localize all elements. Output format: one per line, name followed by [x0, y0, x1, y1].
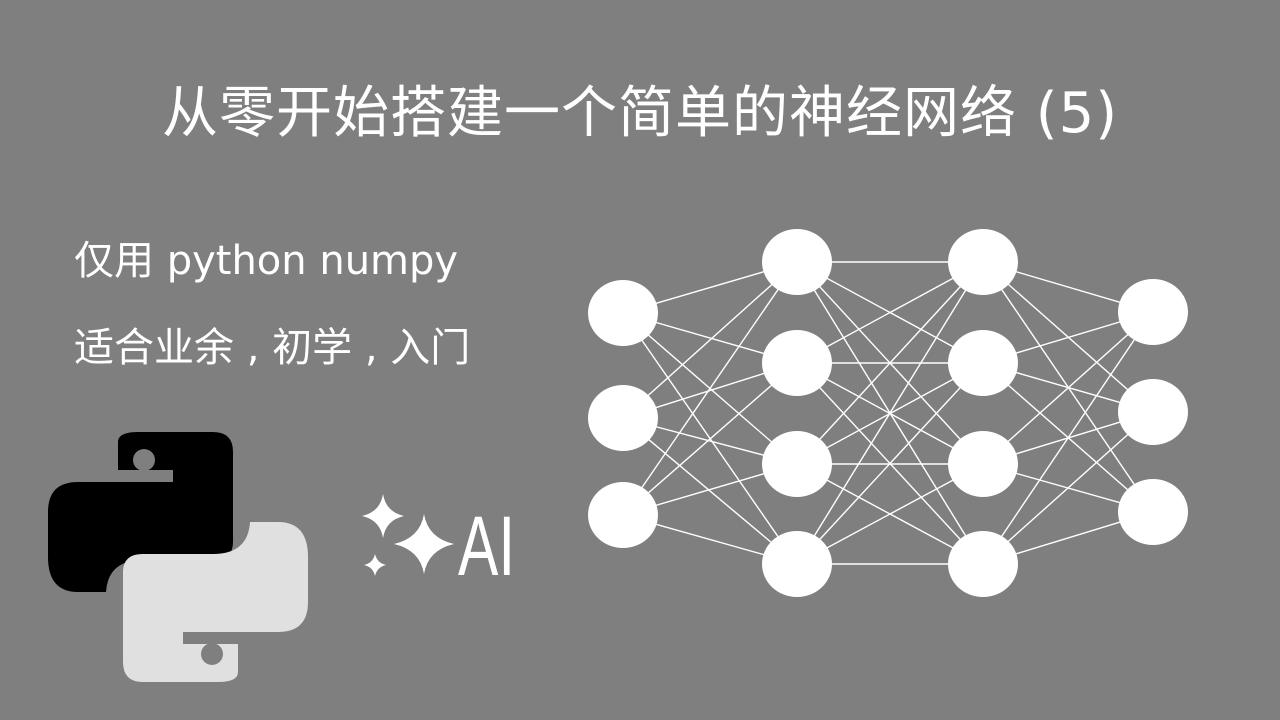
page-title: 从零开始搭建一个简单的神经网络 (5) [161, 81, 1119, 146]
hidden-2-node [948, 531, 1018, 597]
python-logo-icon [48, 432, 308, 682]
connection-edge [796, 261, 984, 465]
connection-edge [982, 311, 1154, 465]
input-node [588, 482, 658, 548]
connection-edge [982, 311, 1154, 565]
subtitle-tools: 仅用 python numpy [74, 238, 459, 284]
connection-edge [796, 261, 984, 364]
hidden-1-node [762, 431, 832, 497]
hidden-1-node [762, 229, 832, 295]
subtitle-audience: 适合业余 , 初学 , 入门 [74, 325, 471, 371]
connection-edge [622, 261, 798, 516]
hidden-2-node [948, 431, 1018, 497]
hidden-1-node [762, 330, 832, 396]
connection-edge [796, 261, 984, 565]
connection-edge [622, 417, 798, 565]
hidden-2-node [948, 330, 1018, 396]
input-node [588, 385, 658, 451]
connection-edge [796, 463, 984, 565]
output-node [1118, 279, 1188, 345]
connection-edge [622, 362, 798, 516]
ai-label: AI [458, 499, 516, 593]
input-node [588, 280, 658, 346]
connection-edge [982, 411, 1154, 565]
output-node [1118, 479, 1188, 545]
hidden-2-node [948, 229, 1018, 295]
connection-edge [622, 261, 798, 419]
output-node [1118, 379, 1188, 445]
hidden-1-node [762, 531, 832, 597]
connection-edge [796, 362, 984, 565]
sparkles-icon [362, 494, 454, 576]
